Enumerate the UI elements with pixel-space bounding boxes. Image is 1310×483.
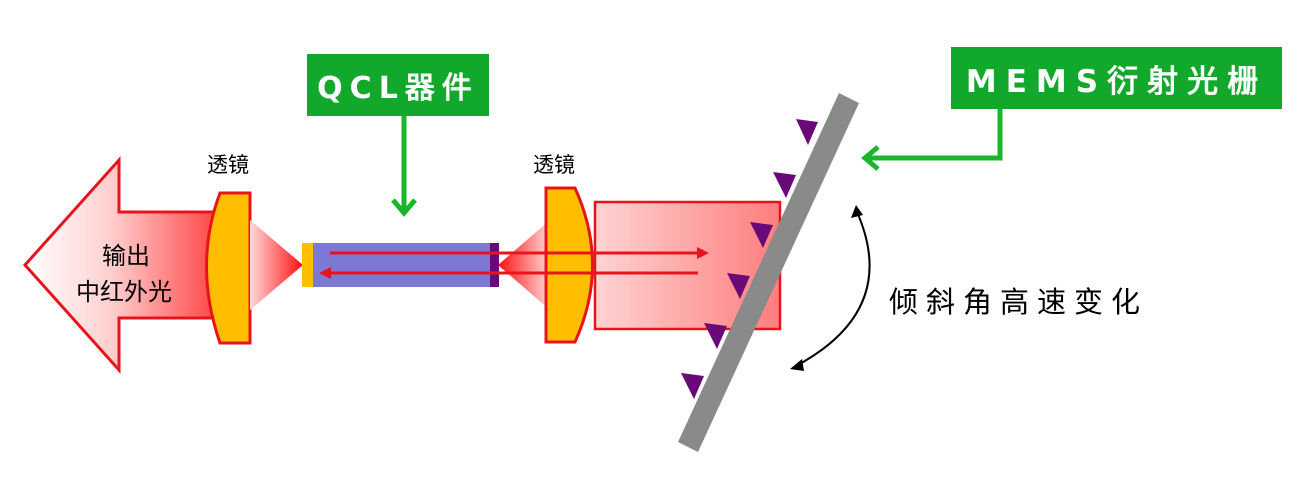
qcl-pointer-head bbox=[391, 198, 417, 217]
grating-tooth bbox=[796, 119, 818, 145]
qcl-device-label: QCL器件 bbox=[307, 54, 489, 116]
beam-cone-right bbox=[498, 220, 550, 310]
mems-grating-bar bbox=[678, 93, 859, 452]
output-label-line2: 中红外光 bbox=[76, 278, 172, 306]
qcl-device-text: QCL器件 bbox=[317, 71, 479, 106]
grating-tooth bbox=[704, 323, 727, 349]
beam-arrow-outgoing-head bbox=[697, 247, 709, 259]
grating-tooth bbox=[773, 172, 796, 198]
output-label-line1: 输出 bbox=[102, 242, 150, 270]
qcl-end-facet-right bbox=[490, 243, 499, 287]
grating-tooth bbox=[681, 373, 704, 399]
tilt-curved-arrow bbox=[795, 211, 871, 367]
grating-teeth bbox=[681, 119, 818, 399]
beam-arrow-return-head bbox=[319, 267, 331, 279]
mems-grating-label: MEMS衍射光栅 bbox=[951, 47, 1282, 109]
qcl-body bbox=[313, 243, 490, 287]
qcl-end-facet-left bbox=[302, 243, 313, 287]
lens-right-label: 透镜 bbox=[533, 153, 575, 177]
collimated-beam-right bbox=[593, 200, 782, 331]
mems-grating-text: MEMS衍射光栅 bbox=[965, 63, 1268, 100]
tilt-change-label: 倾斜角高速变化 bbox=[889, 285, 1149, 319]
mems-pointer-head bbox=[861, 145, 880, 171]
tilt-arrow-head-top bbox=[851, 205, 863, 218]
lens-left-label: 透镜 bbox=[207, 153, 249, 177]
mems-pointer-line bbox=[865, 109, 1003, 161]
tilt-arrow-head-bottom bbox=[790, 359, 804, 371]
lens-left bbox=[205, 191, 252, 345]
beam-cone-left bbox=[250, 220, 303, 310]
lens-right bbox=[544, 186, 594, 344]
grating-tooth bbox=[750, 222, 773, 248]
grating-tooth bbox=[727, 273, 750, 299]
